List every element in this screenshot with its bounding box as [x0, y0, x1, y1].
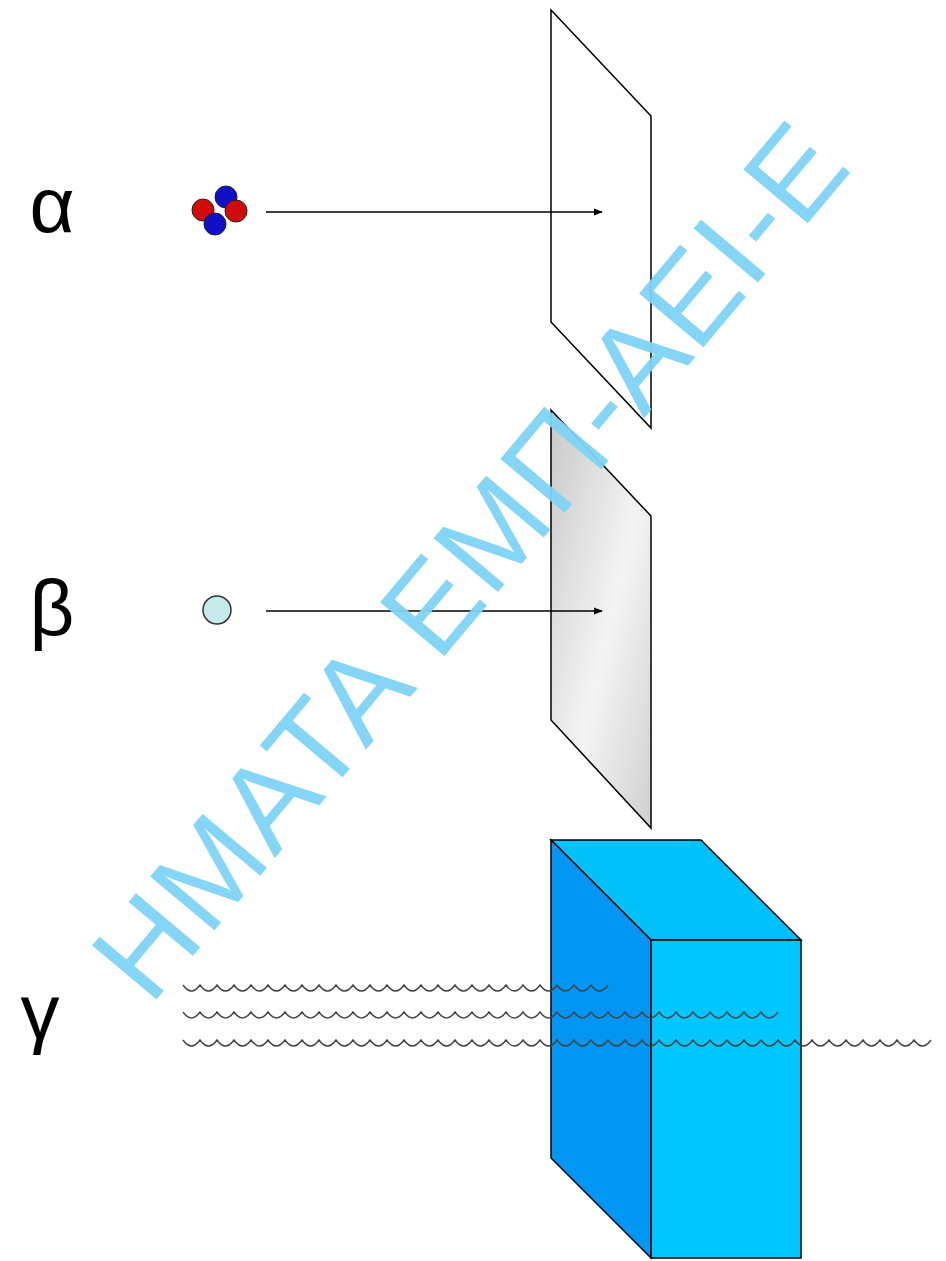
- gamma-wave: [183, 985, 608, 991]
- alpha-particle: [192, 186, 247, 235]
- radiation-label: β: [30, 569, 75, 647]
- beta-particle: [203, 596, 231, 624]
- gamma-waves: [183, 985, 931, 1046]
- lead-block: [551, 840, 801, 1258]
- watermark: ΗΜΑΤΑ ΕΜΠ-ΑΕΙ-Ε: [71, 101, 869, 1019]
- radiation-label: γ: [21, 973, 60, 1051]
- radiation-label: α: [29, 166, 74, 244]
- alpha-arrow: [266, 211, 602, 212]
- gamma-wave: [183, 1040, 931, 1046]
- gamma-wave: [183, 1012, 778, 1018]
